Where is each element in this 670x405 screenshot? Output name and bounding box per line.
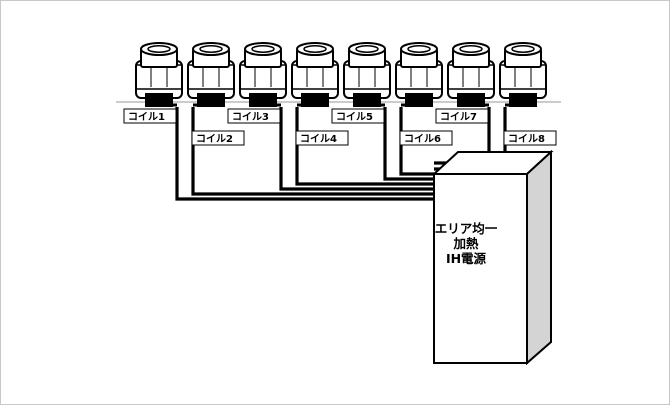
coil-label-5: コイル5 (331, 108, 385, 124)
coil-unit-8 (499, 42, 547, 107)
wire-coil-1 (175, 107, 434, 201)
wire-coil-3 (279, 107, 434, 191)
wire-coil-6 (399, 107, 434, 176)
coil-unit-1 (135, 42, 183, 107)
power-supply-line-1: エリア均一 (435, 221, 498, 236)
coil-label-text: コイル5 (336, 111, 373, 123)
coil-unit-6 (395, 42, 443, 107)
coil-label-text: コイル1 (128, 111, 165, 123)
coil-unit-4 (291, 42, 339, 107)
coil-label-text: コイル6 (404, 133, 441, 145)
cabinet-side (526, 149, 552, 366)
coil-label-text: コイル7 (440, 111, 477, 123)
coil-label-text: コイル4 (300, 133, 337, 145)
cabinet-front (433, 173, 528, 364)
pipe-bore (459, 45, 483, 53)
coil-label-box (123, 108, 177, 124)
power-supply-line-3: IH電源 (446, 251, 487, 266)
coil-label-7: コイル7 (435, 108, 489, 124)
coil-label-box (227, 108, 281, 124)
coil-label-8: コイル8 (503, 130, 557, 146)
wire-harness (159, 103, 523, 201)
pipe-bore (147, 45, 171, 53)
power-supply-line-2: 加熱 (452, 236, 479, 251)
coil-label-box (295, 130, 349, 146)
coil-unit-3 (239, 42, 287, 107)
pipe-bore (199, 45, 223, 53)
pipe-bore (511, 45, 535, 53)
coil-label-text: コイル8 (508, 133, 545, 145)
coil-label-1: コイル1 (123, 108, 177, 124)
coil-label-2: コイル2 (191, 130, 245, 146)
coil-label-4: コイル4 (295, 130, 349, 146)
coil-label-text: コイル2 (196, 133, 233, 145)
coil-label-box (191, 130, 245, 146)
coil-label-3: コイル3 (227, 108, 281, 124)
coil-unit-5 (343, 42, 391, 107)
coil-label-box (435, 108, 489, 124)
coil-label-6: コイル6 (399, 130, 453, 146)
coil-label-box (503, 130, 557, 146)
pipe-bore (303, 45, 327, 53)
pipe-bore (251, 45, 275, 53)
coil-label-box (331, 108, 385, 124)
coil-labels: コイル1 コイル2 コイル3 コイル4 コイル5 コイル6 コイル7 コイル8 (123, 108, 557, 146)
coil-label-text: コイル3 (232, 111, 269, 123)
coil-unit-7 (447, 42, 495, 107)
coil-label-box (399, 130, 453, 146)
wire-coil-5 (383, 107, 434, 181)
pipe-bore (355, 45, 379, 53)
pipe-bore (407, 45, 431, 53)
coil-units (135, 42, 547, 107)
power-supply-cabinet: エリア均一 加熱 IH電源 (431, 149, 554, 366)
coil-unit-2 (187, 42, 235, 107)
